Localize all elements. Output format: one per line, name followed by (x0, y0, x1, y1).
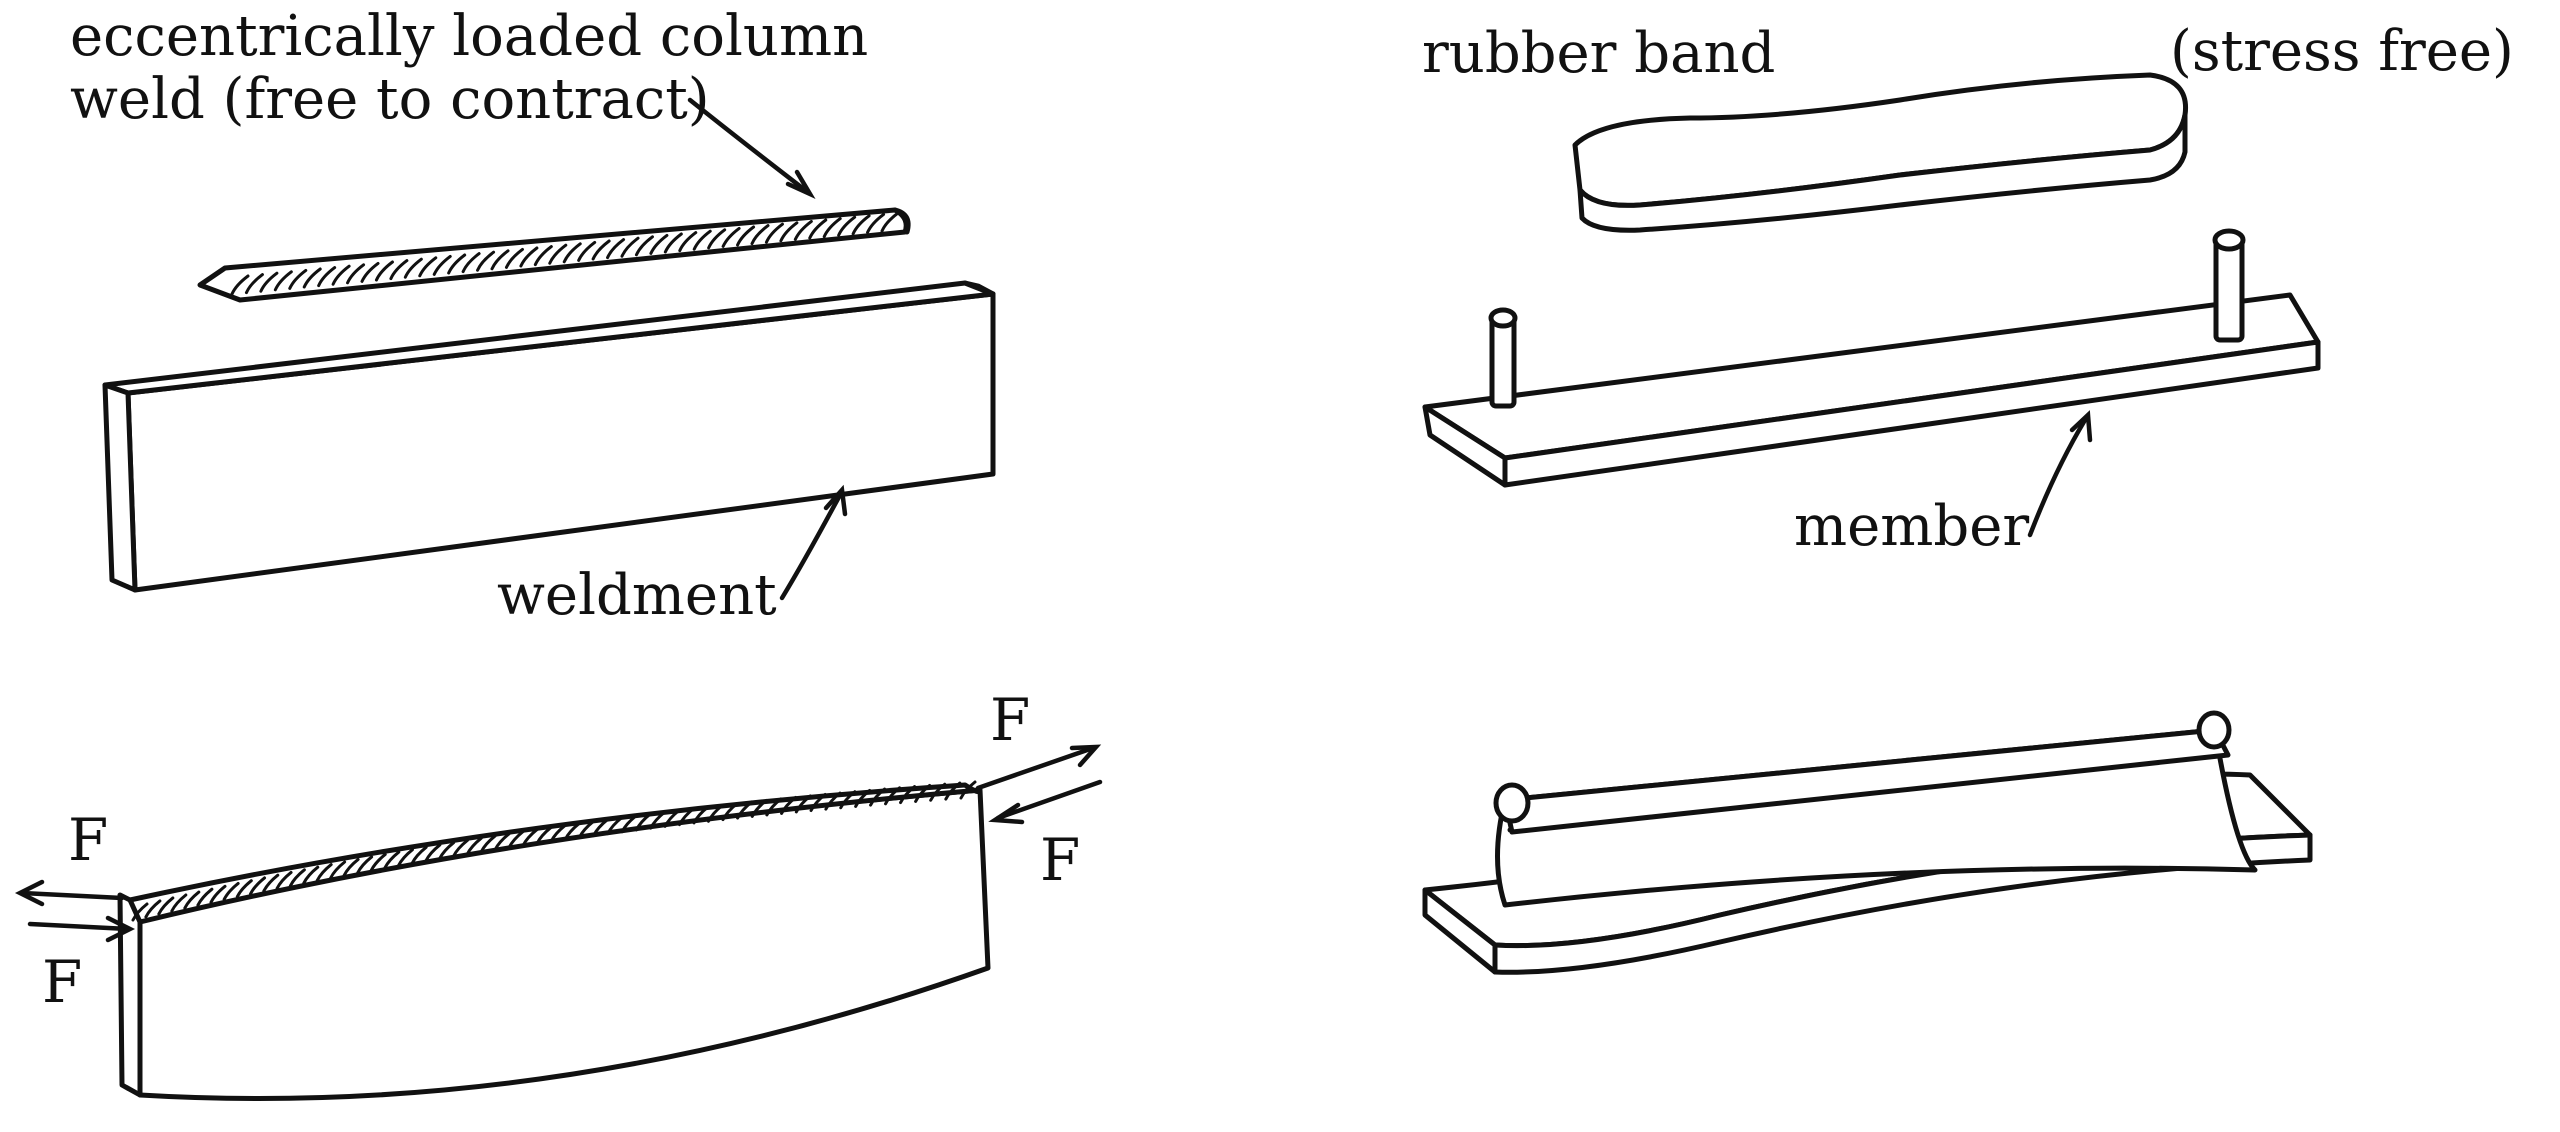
title-line2-label: weld (free to contract) (70, 67, 710, 132)
weld-leader-arrowhead (785, 169, 816, 200)
member-pin-left (1488, 307, 1518, 409)
weld-bead-hatching (230, 211, 900, 296)
distorted-member-pin-left (1493, 782, 1531, 824)
member-bar (1422, 292, 2321, 488)
force-label-right-lower: F (1040, 826, 1080, 894)
rubber-band-label: rubber band (1422, 21, 1775, 86)
distorted-member-band (1495, 727, 2258, 908)
force-label-left-upper: F (68, 806, 108, 874)
distorted-weldment (117, 780, 991, 1102)
member-pin-right (2212, 228, 2246, 343)
member-leader-arrow (2027, 417, 2088, 538)
weldment-bar (102, 280, 996, 593)
member-label: member (1794, 494, 2029, 559)
member-leader-arrowhead (2069, 410, 2093, 443)
title-line1-label: eccentrically loaded column (70, 4, 868, 69)
weld-leader-arrow (687, 97, 808, 193)
force-label-left-lower: F (42, 948, 82, 1016)
stress-free-label: (stress free) (2170, 19, 2514, 84)
force-label-right-upper: F (990, 686, 1030, 754)
distorted-member-pin-right (2196, 710, 2232, 750)
weldment-label: weldment (497, 563, 777, 628)
force-arrows-right (975, 744, 1103, 825)
rubber-band (1572, 72, 2189, 233)
weldment-leader-arrow (779, 492, 843, 601)
weld-bead-free (197, 207, 911, 303)
weldment-leader-arrowhead (823, 484, 848, 517)
force-arrows-left (14, 879, 136, 943)
distorted-weld-hatching (131, 780, 977, 922)
